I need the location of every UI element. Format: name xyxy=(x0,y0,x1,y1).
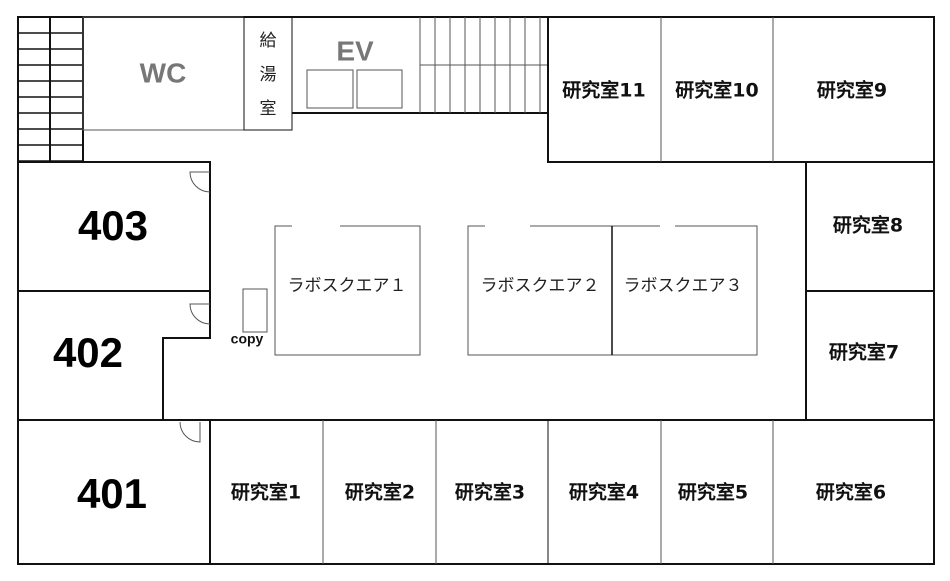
left-rooms: 403 402 401 xyxy=(18,161,934,517)
bottom-lab-row: 研究室1 研究室2 研究室3 研究室4 研究室5 研究室6 xyxy=(209,420,886,564)
wc-label: WC xyxy=(140,57,187,88)
lab-11: 研究室11 xyxy=(562,79,645,102)
elevator-car-1 xyxy=(306,69,354,109)
kitchen-label-1: 給 xyxy=(260,31,277,51)
room-401: 401 xyxy=(77,470,147,517)
kitchen-label-2: 湯 xyxy=(260,65,277,85)
room-402: 402 xyxy=(53,329,123,376)
lab-10: 研究室10 xyxy=(675,79,758,102)
copy-machine xyxy=(242,288,268,333)
lab-square-3: ラボスクエア３ xyxy=(611,225,758,356)
lab-8: 研究室8 xyxy=(833,214,903,237)
lab-7: 研究室7 xyxy=(829,341,899,364)
ev-label: EV xyxy=(336,35,374,66)
lab-6: 研究室6 xyxy=(816,481,886,504)
wc-room: WC xyxy=(82,16,245,131)
lab-9: 研究室9 xyxy=(817,79,887,102)
stairs-right xyxy=(419,17,548,113)
elevator: EV xyxy=(292,35,548,114)
lab-square-2-label: ラボスクエア２ xyxy=(481,276,600,296)
lab-square-1-label: ラボスクエア１ xyxy=(288,276,407,296)
lab-square-3-label: ラボスクエア３ xyxy=(624,276,743,296)
lab-5: 研究室5 xyxy=(678,481,748,504)
elevator-car-2 xyxy=(356,69,403,109)
door-401 xyxy=(179,421,201,443)
lab-square-1: ラボスクエア１ xyxy=(274,225,421,356)
door-402 xyxy=(189,303,211,325)
kitchenette: 給 湯 室 xyxy=(243,16,293,131)
lab-3: 研究室3 xyxy=(455,481,525,504)
top-lab-row: 研究室11 研究室10 研究室9 研究室8 研究室7 xyxy=(547,17,934,420)
room-403: 403 xyxy=(78,202,148,249)
lab-square-2: ラボスクエア２ xyxy=(467,225,613,356)
lab-2: 研究室2 xyxy=(345,481,415,504)
stairs-left xyxy=(17,16,84,163)
lab-4: 研究室4 xyxy=(569,481,639,504)
copy-label: copy xyxy=(231,331,264,347)
lab-1: 研究室1 xyxy=(231,481,301,504)
kitchen-label-3: 室 xyxy=(260,99,277,119)
door-403 xyxy=(189,171,211,193)
